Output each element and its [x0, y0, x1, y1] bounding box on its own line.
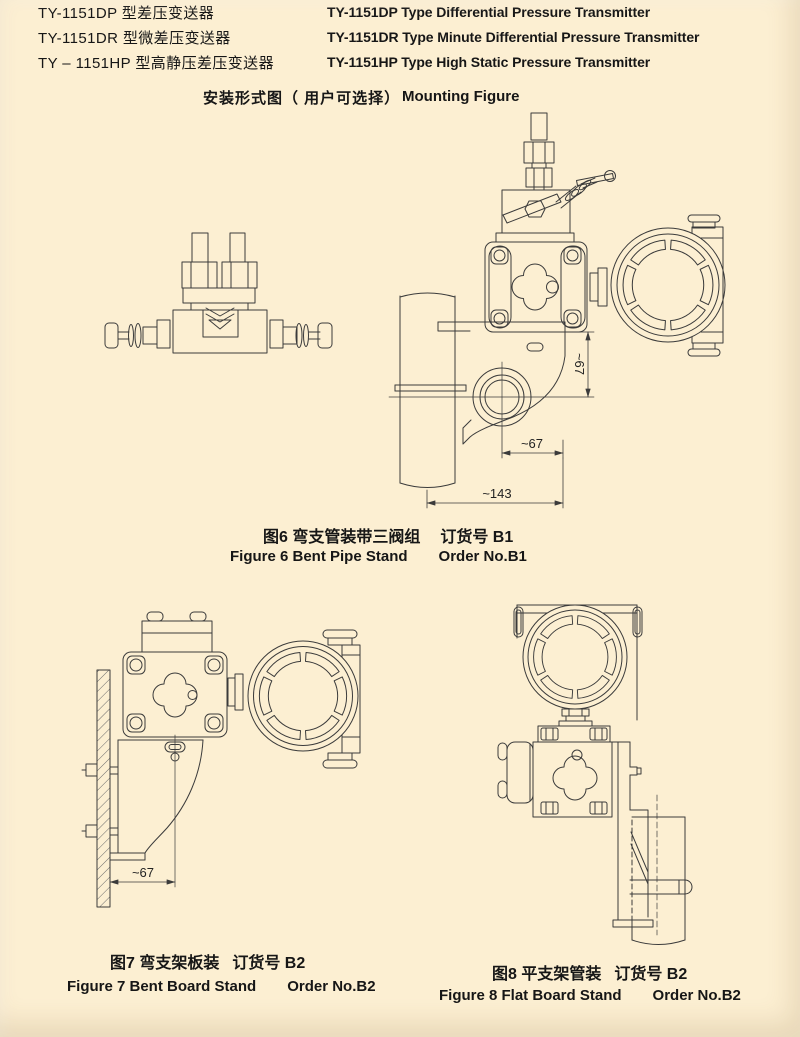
- quatrefoil-flange: [511, 263, 559, 311]
- manifold-body: [172, 287, 268, 354]
- manifold-side-valve-right: [269, 319, 333, 349]
- conduit-connection-top: [322, 629, 358, 639]
- housing-grip-tabs: [533, 611, 617, 703]
- figure7-drawing: ~67: [81, 611, 361, 908]
- bent-bracket: [437, 321, 566, 445]
- figure8-order-cn: 订货号 B2: [614, 966, 688, 983]
- figure7-caption-cn: 图7 弯支架板装订货号 B2: [110, 949, 305, 973]
- figure6-order-cn: 订货号 B1: [440, 529, 514, 546]
- housing-neck: [558, 708, 593, 727]
- mounting-pipe: [399, 292, 456, 488]
- figure6-caption-en: Figure 6 Bent Pipe Stand Order No.B1: [230, 548, 527, 565]
- dimension-height-67: ~67: [571, 331, 595, 398]
- housing-grip-tabs: [622, 235, 714, 335]
- figure6-caption-cn-label: 图6 弯支管装带三阀组: [263, 529, 421, 546]
- model-cn-1: TY-1151DP 型差压变送器: [38, 5, 215, 22]
- dim-label-height: ~67: [572, 353, 587, 375]
- quatrefoil-flange: [552, 755, 598, 801]
- quatrefoil-flange: [152, 672, 198, 718]
- bleed-valve-handle: [555, 170, 616, 209]
- housing-grip-tabs: [258, 648, 348, 744]
- figure8-caption-en-label: Figure 8 Flat Board Stand: [439, 987, 622, 1004]
- pipe-clamp-flange: [472, 367, 532, 427]
- transmitter-flange-body: [497, 725, 613, 818]
- figure6-caption-cn: 图6 弯支管装带三阀组 订货号 B1: [263, 523, 513, 547]
- figure8-order-en: Order No.B2: [652, 987, 741, 1004]
- housing-coupling: [589, 267, 608, 307]
- section-title-cn: 安装形式图（ 用户可选择）: [203, 90, 401, 107]
- bent-bracket: [109, 739, 204, 861]
- figure6-drawing: ~67 ~67 ~143: [388, 112, 726, 509]
- flat-bracket: [611, 741, 654, 928]
- pipe-u-bolt-clamp: [394, 384, 467, 392]
- conduit-connection-bottom: [322, 759, 358, 769]
- figure7-order-en: Order No.B2: [287, 978, 376, 995]
- section-title-en: Mounting Figure: [402, 88, 520, 105]
- figure8-drawing: [497, 604, 693, 945]
- figure7-order-cn: 订货号 B2: [232, 955, 306, 972]
- model-cn-3: TY – 1151HP 型高静压差压变送器: [38, 55, 274, 72]
- figure7-caption-cn-label: 图7 弯支架板装: [110, 955, 220, 972]
- pipe-u-bolt-clamp: [629, 879, 693, 895]
- dimension-width-143: ~143: [426, 457, 564, 509]
- figure6-caption-en-label: Figure 6 Bent Pipe Stand: [230, 548, 408, 565]
- electronics-housing: [610, 214, 726, 357]
- figure7-caption-en-label: Figure 7 Bent Board Stand: [67, 978, 257, 995]
- figure8-caption-cn-label: 图8 平支架管装: [492, 966, 602, 983]
- manifold-side-valve-left: [104, 319, 171, 349]
- model-en-3: TY-1151HP Type High Static Pressure Tran…: [327, 54, 651, 70]
- manifold-valve-block: [495, 189, 575, 243]
- dimension-offset-67: ~67: [501, 427, 564, 459]
- vent-valve-stem: [523, 112, 555, 191]
- manifold-valve-stems: [181, 232, 258, 289]
- transmitter-flange-body: [122, 611, 244, 738]
- electronics-housing: [522, 604, 628, 710]
- dim-label-width: ~143: [482, 486, 511, 501]
- model-en-2: TY-1151DR Type Minute Differential Press…: [327, 29, 700, 45]
- mounting-board: [81, 669, 119, 908]
- conduit-connection-bottom: [687, 348, 721, 357]
- vertical-pipe: [631, 794, 686, 945]
- three-valve-manifold-drawing: [104, 232, 333, 354]
- dim-label-offset: ~67: [132, 865, 154, 880]
- dimension-offset-67: ~67: [109, 734, 176, 888]
- figure7-caption-en: Figure 7 Bent Board Stand Order No.B2: [67, 978, 376, 995]
- transmitter-flange-body: [484, 241, 588, 333]
- model-cn-2: TY-1151DR 型微差压变送器: [38, 30, 231, 47]
- figure6-order-en: Order No.B1: [438, 548, 527, 565]
- conduit-connection-top: [687, 214, 721, 223]
- manifold-vent-valve: [205, 307, 235, 330]
- model-en-1: TY-1151DP Type Differential Pressure Tra…: [327, 4, 651, 20]
- figure8-caption-en: Figure 8 Flat Board Stand Order No.B2: [439, 987, 741, 1004]
- electronics-housing: [247, 629, 361, 769]
- dim-label-offset: ~67: [521, 436, 543, 451]
- mounting-plate: [513, 604, 643, 721]
- figure8-caption-cn: 图8 平支架管装订货号 B2: [492, 960, 687, 984]
